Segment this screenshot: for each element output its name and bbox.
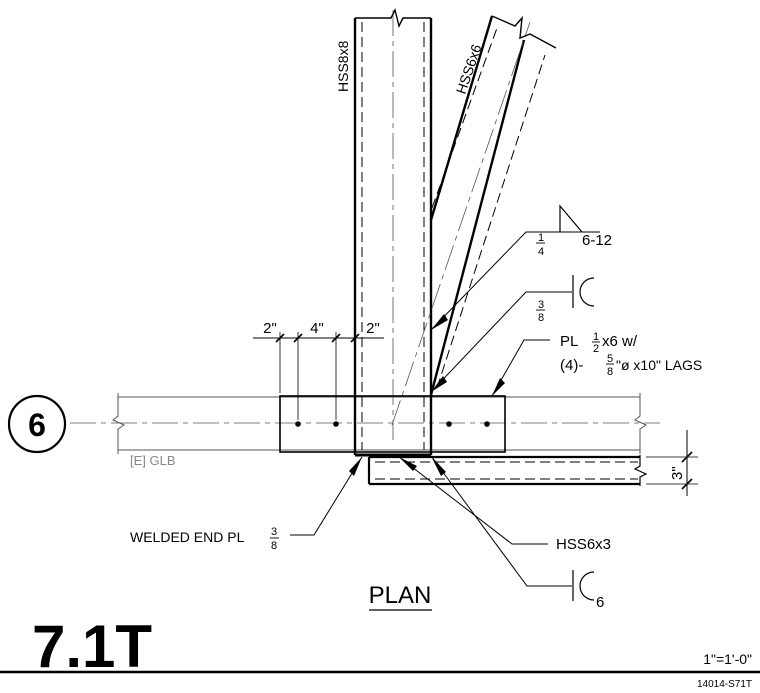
plate-note-size: x6 w/ — [602, 333, 638, 350]
hss6x6-brace — [391, 15, 557, 426]
hss8x8-label: HSS8x8 — [335, 40, 351, 92]
beam-weld-length: 6 — [596, 594, 604, 611]
end-plate-thk-den: 8 — [271, 540, 277, 552]
plate-note-leader — [491, 339, 614, 397]
lag-screw — [446, 421, 452, 427]
sheet-reference: 14014-S71T — [697, 679, 752, 690]
hss8x8-column — [353, 7, 433, 455]
dimension-2in-right: 2" — [366, 320, 380, 337]
plate-note-lags: "ø x10" LAGS — [616, 357, 702, 373]
detail-number: 7.1T — [32, 613, 152, 680]
end-plate-thk-num: 3 — [271, 526, 277, 538]
fillet-size-numerator: 1 — [538, 232, 544, 244]
glb-label: [E] GLB — [130, 453, 176, 468]
lag-screw — [333, 421, 339, 427]
hss6x3-leader — [398, 456, 548, 545]
fillet-size-denominator: 4 — [538, 246, 544, 258]
fillet-spec: 6-12 — [582, 232, 612, 249]
lag-screw — [295, 421, 301, 427]
dimension-4in: 4" — [310, 320, 324, 337]
dimension-3in: 3" — [669, 466, 686, 480]
plate-note-lags-qty: (4)- — [560, 357, 583, 374]
plate-note-lag-den: 8 — [607, 366, 613, 378]
vertical-dimension — [646, 430, 698, 496]
plate-note-thk-den: 2 — [593, 343, 599, 355]
end-plate-note: WELDED END PL — [130, 529, 245, 545]
lag-screws — [295, 421, 490, 427]
fillet-weld-symbol — [430, 204, 600, 331]
groove-size-numerator: 3 — [538, 299, 544, 311]
top-dimension-string — [253, 332, 384, 420]
beam-weld-symbol — [430, 455, 595, 601]
hss6x6-label: HSS6x6 — [453, 42, 485, 96]
view-title: PLAN — [369, 582, 432, 609]
groove-weld-symbol — [430, 275, 595, 393]
end-plate-note-leader — [270, 456, 363, 539]
side-plate — [279, 395, 506, 453]
groove-size-denominator: 8 — [538, 312, 544, 324]
grid-bubble — [7, 394, 67, 454]
scale-note: 1"=1'-0" — [703, 651, 752, 667]
plate-note-pl: PL — [560, 333, 578, 350]
hss6x3-label: HSS6x3 — [556, 536, 611, 553]
plate-note-thk-num: 1 — [593, 331, 599, 343]
hss6x3-beam — [367, 455, 648, 486]
glb-beam — [70, 393, 660, 454]
grid-bubble-number: 6 — [28, 407, 46, 443]
dimension-2in-left: 2" — [263, 320, 277, 337]
plate-note-lag-num: 5 — [607, 353, 613, 365]
lag-screw — [484, 421, 490, 427]
